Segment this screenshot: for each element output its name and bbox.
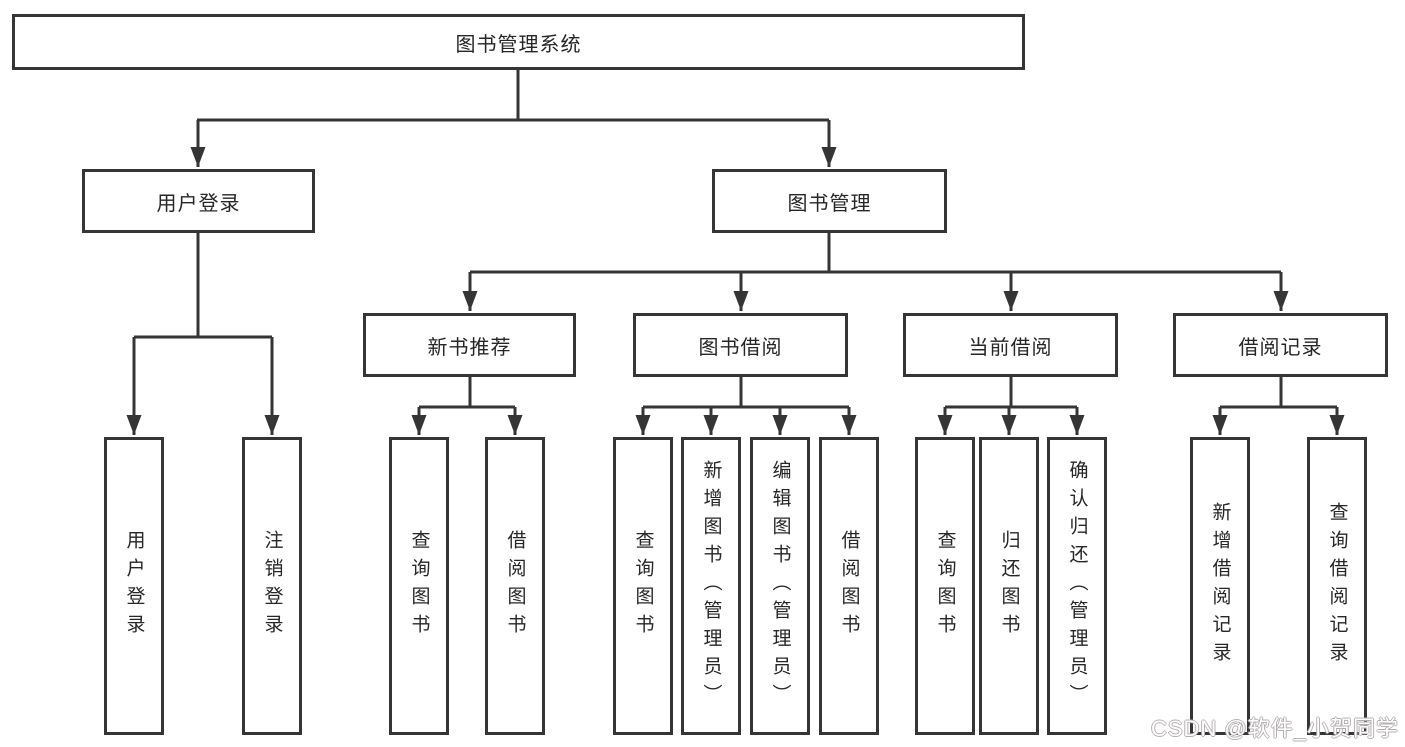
leaf-rc-add-record: 新增借阅记录 <box>1190 437 1250 735</box>
leaf-user-login: 用户登录 <box>104 437 164 735</box>
leaf-logout: 注销登录 <box>242 437 302 735</box>
node-new-book-recommend: 新书推荐 <box>363 313 576 377</box>
leaf-cu-confirm-return-admin: 确认归还（管理员） <box>1047 437 1107 735</box>
leaf-label: 新增图书（管理员） <box>700 460 722 712</box>
leaf-rc-query-record: 查询借阅记录 <box>1307 437 1367 735</box>
leaf-bw-edit-books-admin: 编辑图书（管理员） <box>750 437 810 735</box>
node-label: 图书借阅 <box>698 336 783 359</box>
node-label: 新书推荐 <box>427 336 512 359</box>
leaf-label: 借阅图书 <box>838 530 860 642</box>
leaf-label: 归还图书 <box>998 530 1020 642</box>
csdn-watermark: CSDN @软件_小贺同学 <box>1150 716 1399 741</box>
leaf-nb-borrow-books: 借阅图书 <box>485 437 545 735</box>
leaf-label: 查询借阅记录 <box>1326 502 1348 670</box>
node-label: 借阅记录 <box>1238 336 1323 359</box>
node-label: 图书管理系统 <box>455 33 582 56</box>
leaf-label: 新增借阅记录 <box>1209 502 1231 670</box>
leaf-label: 查询图书 <box>934 530 956 642</box>
node-label: 图书管理 <box>787 192 872 215</box>
leaf-cu-query-books: 查询图书 <box>915 437 975 735</box>
leaf-label: 借阅图书 <box>504 530 526 642</box>
leaf-bw-add-books-admin: 新增图书（管理员） <box>681 437 741 735</box>
leaf-label: 用户登录 <box>123 530 145 642</box>
edge-borrow-branch <box>643 377 849 409</box>
leaf-label: 查询图书 <box>632 530 654 642</box>
leaf-bw-query-books: 查询图书 <box>613 437 673 735</box>
edge-records-branch <box>1220 377 1337 409</box>
node-book-management: 图书管理 <box>712 169 947 233</box>
edge-current-branch <box>945 377 1077 409</box>
node-current-borrowing: 当前借阅 <box>903 313 1118 377</box>
leaf-label: 注销登录 <box>261 530 283 642</box>
node-label: 用户登录 <box>156 192 241 215</box>
node-borrowing-records: 借阅记录 <box>1173 313 1388 377</box>
leaf-label: 确认归还（管理员） <box>1066 460 1088 712</box>
node-user-login: 用户登录 <box>82 169 315 233</box>
node-book-borrowing: 图书借阅 <box>633 313 848 377</box>
node-root-library-system: 图书管理系统 <box>12 14 1025 70</box>
leaf-cu-return-books: 归还图书 <box>979 437 1039 735</box>
node-label: 当前借阅 <box>968 336 1053 359</box>
edge-root-branch <box>197 70 829 122</box>
edge-user-login-branch <box>134 233 272 339</box>
leaf-bw-borrow-books: 借阅图书 <box>819 437 879 735</box>
leaf-label: 编辑图书（管理员） <box>769 460 791 712</box>
leaf-nb-query-books: 查询图书 <box>389 437 449 735</box>
edge-book-mgmt-branch <box>470 233 1281 274</box>
edge-new-book-branch <box>419 377 515 409</box>
leaf-label: 查询图书 <box>408 530 430 642</box>
